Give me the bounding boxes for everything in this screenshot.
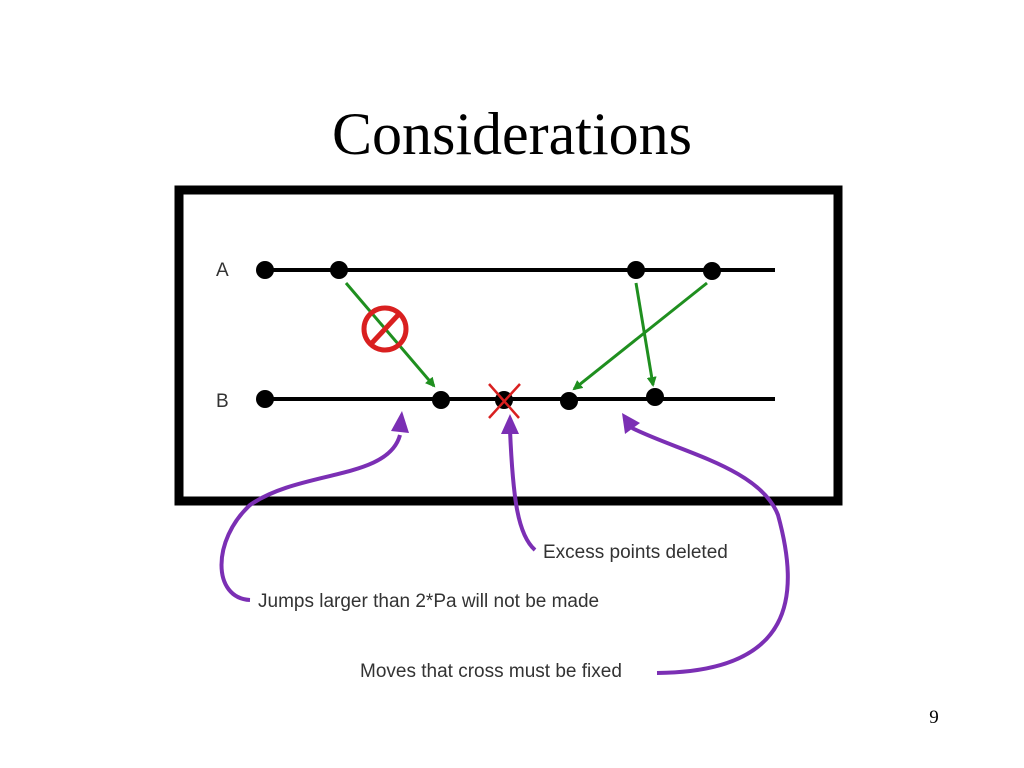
point-b-4 — [560, 392, 578, 410]
annotation-arrow-jumps — [219, 411, 409, 602]
x-mark-icon — [488, 383, 521, 419]
point-b-2 — [432, 391, 450, 409]
prohibited-icon — [361, 305, 409, 353]
annotation-arrow-excess — [501, 414, 537, 552]
point-b-1 — [256, 390, 274, 408]
annotation-crossing: Moves that cross must be fixed — [360, 661, 622, 682]
page-number: 9 — [929, 707, 939, 728]
annotation-excess-points: Excess points deleted — [543, 542, 728, 563]
line-label-b: B — [216, 391, 229, 412]
point-b-5 — [646, 388, 664, 406]
annotation-jumps: Jumps larger than 2*Pa will not be made — [258, 591, 599, 612]
diagram-frame — [174, 185, 843, 506]
point-a-4 — [703, 262, 721, 280]
point-a-1 — [256, 261, 274, 279]
mapping-arrow-3 — [634, 282, 657, 387]
annotation-arrow-crossing — [622, 413, 790, 675]
line-label-a: A — [216, 260, 229, 281]
slide-title: Considerations — [332, 101, 692, 167]
point-a-2 — [330, 261, 348, 279]
mapping-arrow-2 — [572, 281, 708, 391]
mapping-arrow-1 — [344, 282, 436, 388]
point-a-3 — [627, 261, 645, 279]
